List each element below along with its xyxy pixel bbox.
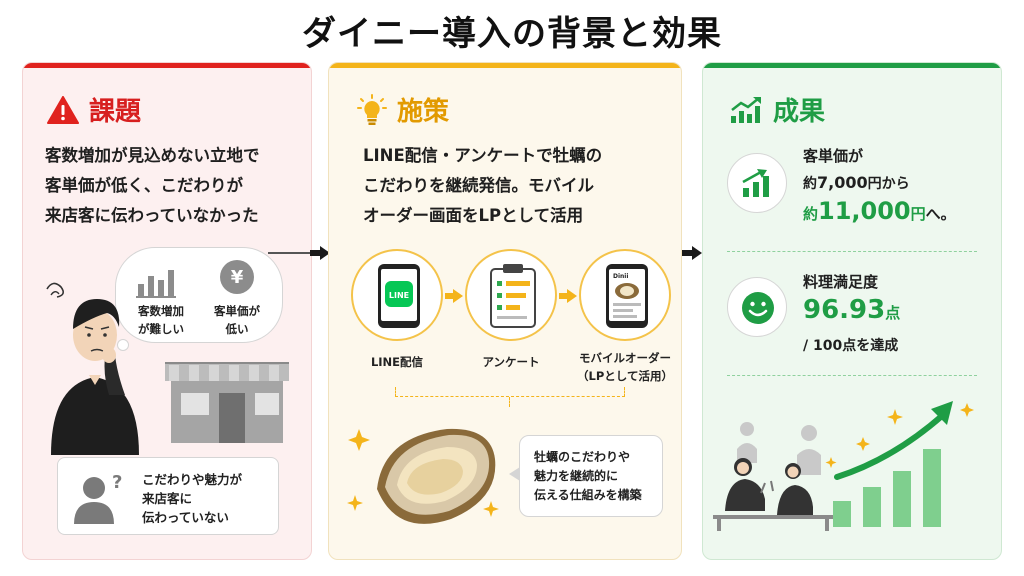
clipboard-icon xyxy=(490,264,536,328)
step-line-circle: LINE xyxy=(351,249,443,341)
step-survey-label: アンケート xyxy=(482,355,540,369)
step-mobile-label: モバイルオーダー （LPとして活用） xyxy=(577,351,673,383)
stat1-icon-circle xyxy=(727,153,787,213)
measure-header: 施策 xyxy=(357,91,449,128)
result-label: 成果 xyxy=(773,97,826,127)
smile-icon xyxy=(742,292,774,324)
issue-description: 客数増加が見込めない立地で 客単価が低く、こだわりが 来店客に伝わっていなかった xyxy=(45,146,260,225)
bracket-stem xyxy=(509,397,510,407)
result-divider-1 xyxy=(727,251,977,252)
rising-bar-chart-illustration xyxy=(825,401,974,527)
page-title: ダイニー導入の背景と効果 xyxy=(302,14,722,54)
measure-description: LINE配信・アンケートで牡蠣の こだわりを継続発信。モバイル オーダー画面をL… xyxy=(363,146,603,225)
growth-chart-icon xyxy=(731,96,761,123)
step-line-label: LINE配信 xyxy=(370,355,424,369)
stat2-line2: 96.93点 xyxy=(803,295,901,325)
issue-card: 課題 客数増加が見込めない立地で 客単価が低く、こだわりが 来店客に伝わっていな… xyxy=(22,62,312,560)
thought-dot xyxy=(117,339,129,351)
warning-icon xyxy=(47,95,79,124)
stat2-line3: / 100点を達成 xyxy=(803,338,899,354)
bubble-right-text: 客単価が 低い xyxy=(214,304,260,336)
bracket-line xyxy=(395,387,625,397)
step-survey-circle xyxy=(465,249,557,341)
oyster-illustration xyxy=(347,428,499,524)
issue-header: 課題 xyxy=(47,91,141,128)
step-arrow-1 xyxy=(445,289,463,303)
issue-topbar xyxy=(23,63,311,68)
diners-illustration xyxy=(713,422,833,531)
result-topbar xyxy=(703,63,1001,68)
bar-chart-icon xyxy=(136,270,176,298)
measure-callout: 牡蠣のこだわりや 魅力を継続的に 伝える仕組みを構築 xyxy=(519,435,663,517)
phone-mobile-order-icon: Dinii xyxy=(606,264,648,328)
arrow-issue-to-measure xyxy=(310,246,330,260)
stat1-line2: 約7,000円から xyxy=(803,173,910,192)
issue-label: 課題 xyxy=(89,97,142,127)
worried-man-illustration xyxy=(46,282,139,455)
stat2-icon-circle xyxy=(727,277,787,337)
lightbulb-icon xyxy=(357,93,387,125)
result-header: 成果 xyxy=(729,91,825,128)
connector-line xyxy=(268,252,310,254)
svg-text:?: ? xyxy=(112,472,122,493)
svg-text:LINE: LINE xyxy=(389,291,409,300)
stat1-line3: 約11,000円へ。 xyxy=(803,197,956,225)
measure-card: 施策 LINE配信・アンケートで牡蠣の こだわりを継続発信。モバイル オーダー画… xyxy=(328,62,682,560)
issue-note-text: こだわりや魅力が 来店客に 伝わっていない xyxy=(142,472,243,525)
measure-topbar xyxy=(329,63,681,68)
shop-illustration xyxy=(165,362,289,443)
bar-growth-icon xyxy=(742,169,769,197)
step-arrow-2 xyxy=(559,289,577,303)
yen-icon: ¥ xyxy=(220,260,254,294)
issue-note-box: ? こだわりや魅力が 来店客に 伝わっていない xyxy=(57,457,279,535)
svg-text:Dinii: Dinii xyxy=(613,273,628,280)
result-divider-2 xyxy=(727,375,977,376)
result-card: 成果 客単価が 約7,000円から 約11,000円へ。 料理満足度 96.93… xyxy=(702,62,1002,560)
step-mobile-circle: Dinii xyxy=(579,249,671,341)
person-question-icon: ? xyxy=(74,472,122,524)
arrow-measure-to-result xyxy=(682,246,702,260)
stat1-line1: 客単価が xyxy=(803,147,864,165)
thought-bubble: ¥ 客数増加 が難しい 客単価が 低い xyxy=(115,247,283,343)
stat2-line1: 料理満足度 xyxy=(803,273,879,291)
phone-line-icon: LINE xyxy=(378,264,420,328)
measure-label: 施策 xyxy=(397,97,450,127)
bubble-left-text: 客数増加 が難しい xyxy=(138,304,184,336)
callout-tail xyxy=(509,467,520,481)
